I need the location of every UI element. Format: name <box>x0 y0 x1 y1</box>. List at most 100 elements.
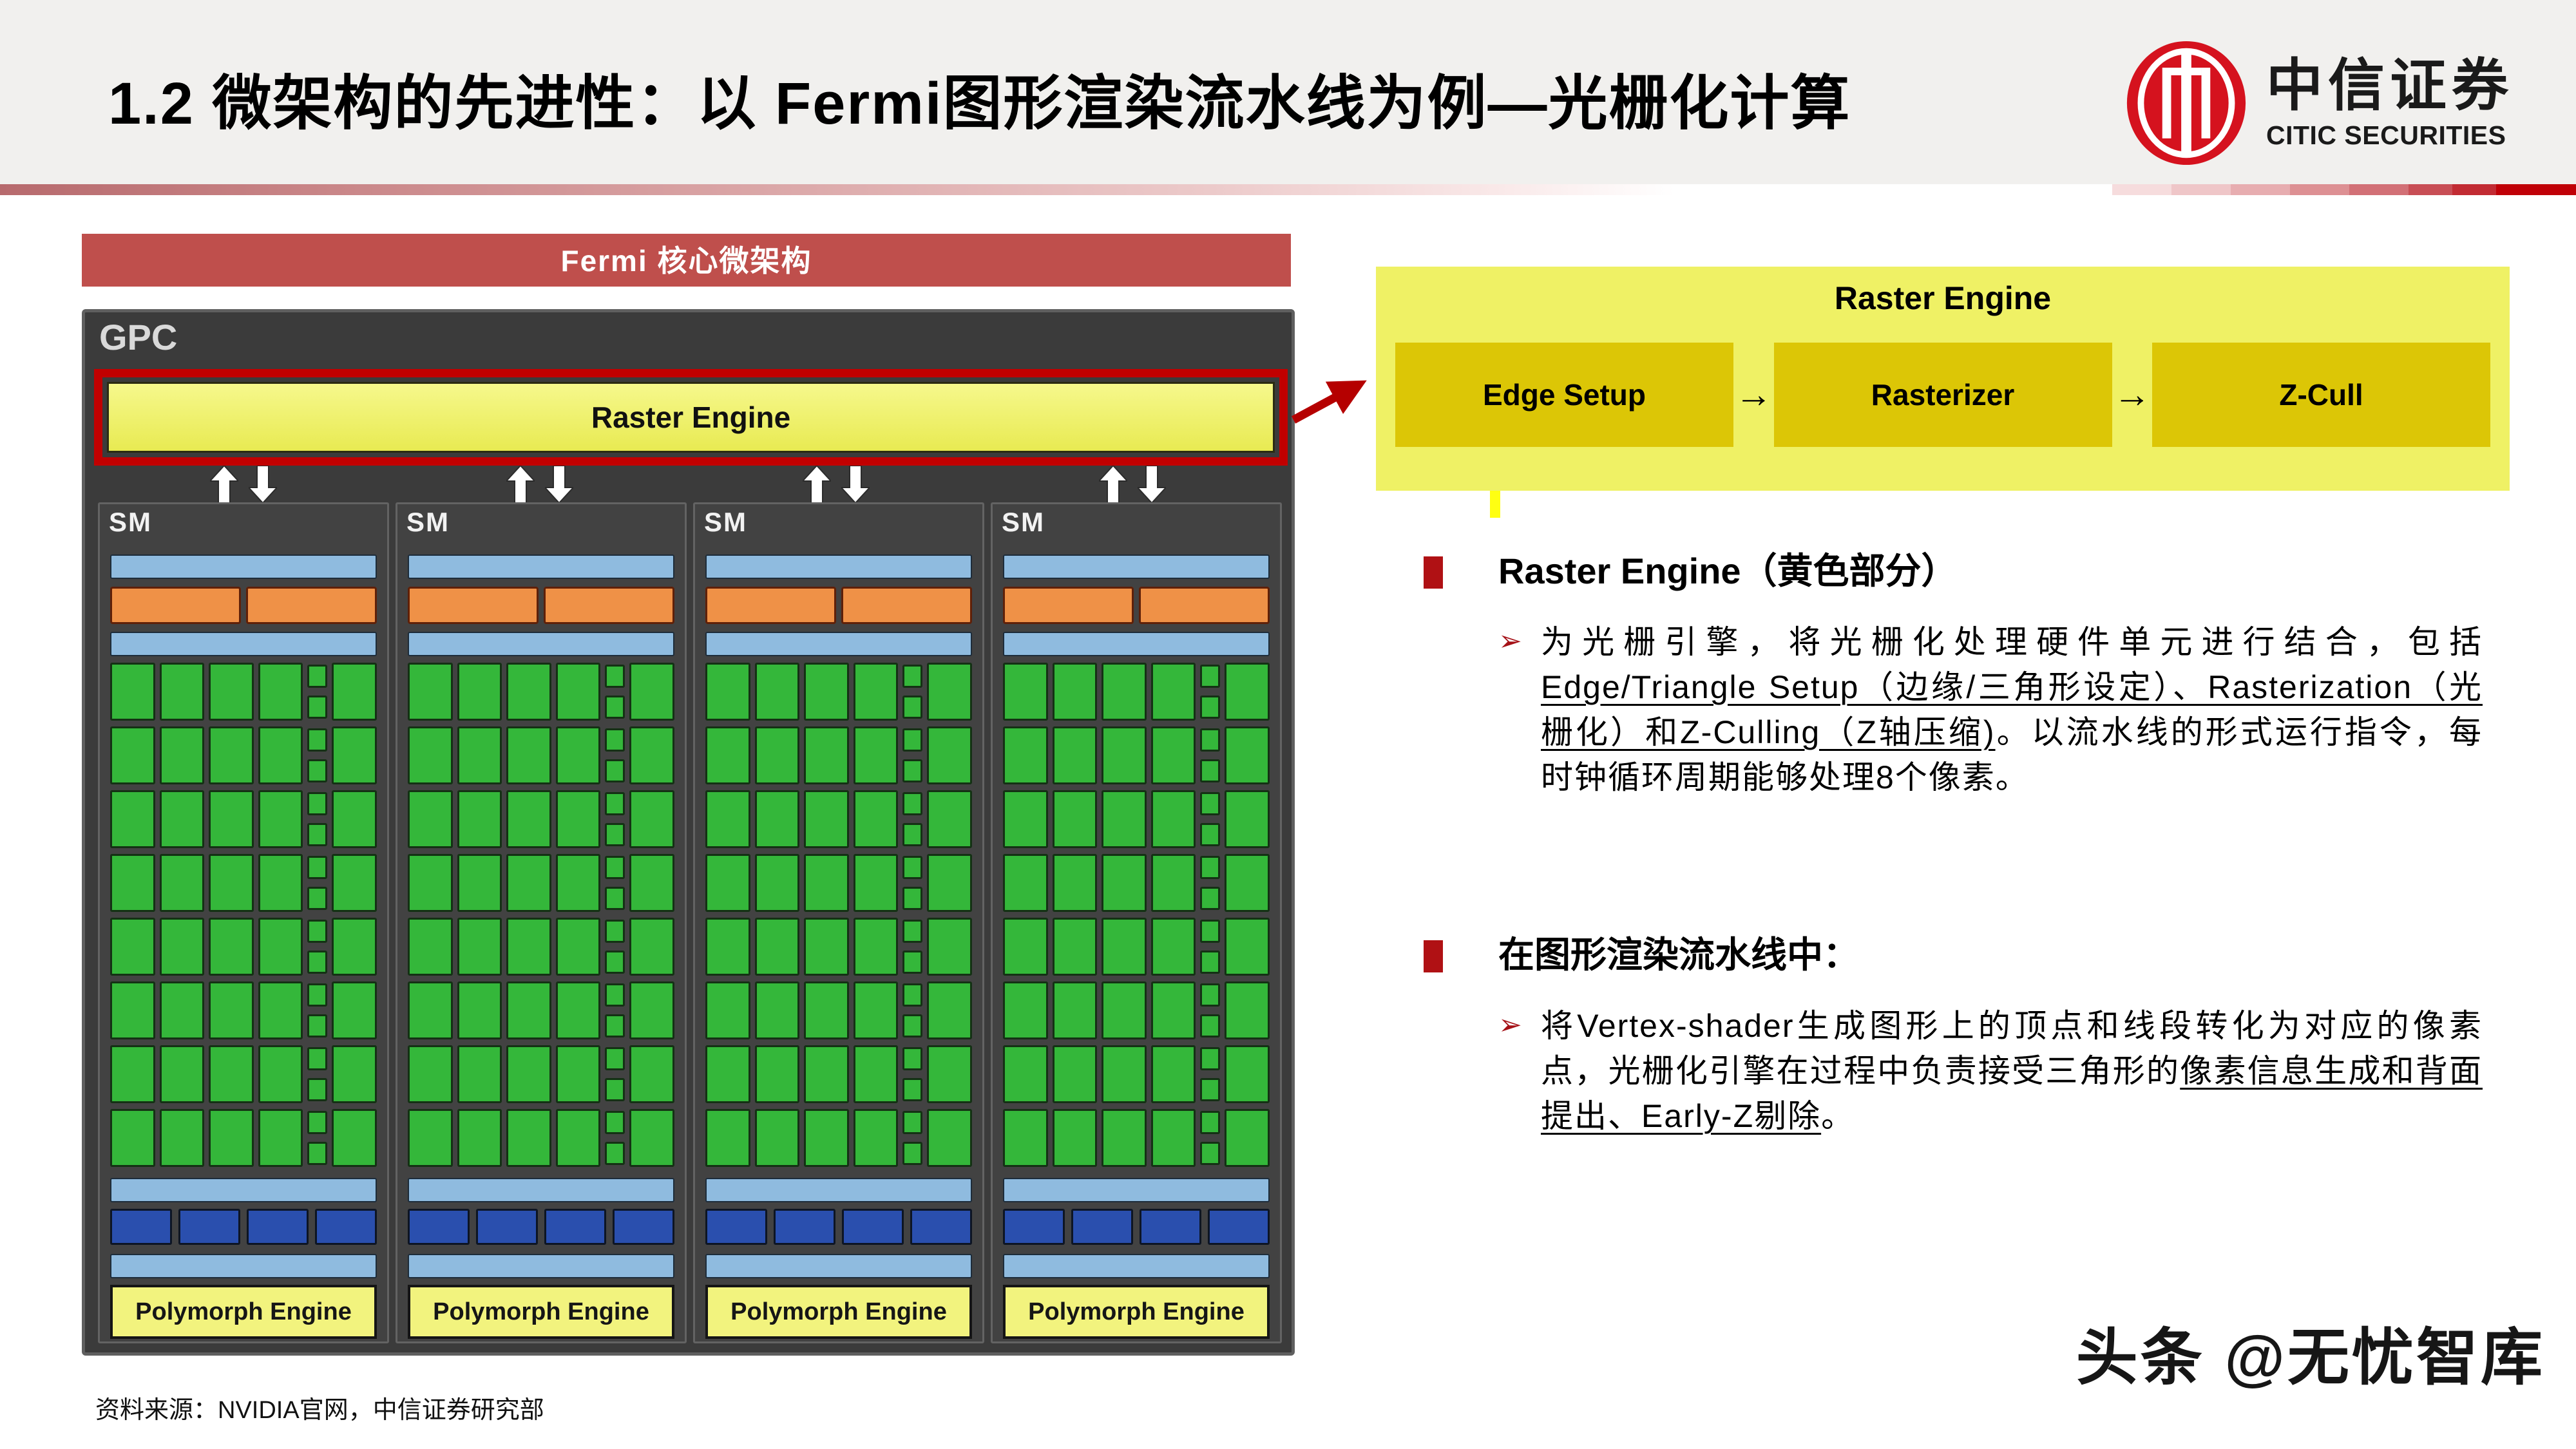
sfu-cell <box>1225 981 1270 1039</box>
cuda-core-cell <box>159 663 205 721</box>
cuda-core-cell <box>1150 981 1196 1039</box>
sfu-cell <box>1225 790 1270 848</box>
ldst-cell <box>902 920 923 943</box>
down-arrow-icon <box>249 466 277 503</box>
cuda-core-cell <box>1150 790 1196 848</box>
sfu-cell <box>927 726 972 784</box>
sfu-cell <box>332 663 377 721</box>
texture-unit-row <box>1003 1209 1270 1245</box>
cuda-core-cell <box>853 790 899 848</box>
ldst-cell <box>307 951 328 974</box>
ldst-cell <box>605 665 625 688</box>
cuda-core-row <box>705 726 972 784</box>
ldst-column <box>902 854 923 912</box>
cuda-core-cell <box>1102 790 1147 848</box>
sfu-cell <box>1225 726 1270 784</box>
cuda-core-grid <box>408 663 674 1167</box>
cuda-core-cell <box>408 918 453 976</box>
ldst-cell <box>902 1111 923 1134</box>
cuda-core-cell <box>159 1045 205 1103</box>
cuda-core-row <box>110 981 377 1039</box>
cuda-core-cell <box>506 918 551 976</box>
sfu-cell <box>629 1045 674 1103</box>
cuda-core-cell <box>1052 918 1098 976</box>
ldst-column <box>307 854 328 912</box>
watermark: 头条 @无忧智库 <box>2075 1323 2545 1392</box>
cuda-core-cell <box>1003 726 1048 784</box>
ldst-cell <box>1200 1047 1221 1070</box>
texture-unit-row <box>408 1209 674 1245</box>
sm-label: SM <box>109 507 152 537</box>
cuda-core-cell <box>1150 854 1196 912</box>
cuda-core-cell <box>209 1045 254 1103</box>
cuda-core-cell <box>408 854 453 912</box>
cuda-core-cell <box>159 1109 205 1167</box>
cuda-core-cell <box>555 663 601 721</box>
ldst-cell <box>1200 1111 1221 1134</box>
cuda-core-row <box>705 854 972 912</box>
citic-logo-text: 中信证券 CITIC SECURITIES <box>2266 55 2514 151</box>
ldst-cell <box>1200 920 1221 943</box>
ldst-cell <box>1200 951 1221 974</box>
cuda-core-cell <box>754 918 800 976</box>
sm-dispatch-row <box>705 587 972 624</box>
cuda-core-cell <box>804 918 849 976</box>
ldst-cell <box>902 983 923 1007</box>
ldst-column <box>902 790 923 848</box>
sm-interconnect-bar <box>705 1178 972 1202</box>
sfu-cell <box>927 854 972 912</box>
cuda-core-cell <box>804 1045 849 1103</box>
sfu-cell <box>332 918 377 976</box>
sm-label: SM <box>704 507 747 537</box>
sm-cache-bar <box>1003 1254 1270 1278</box>
ldst-column <box>307 663 328 721</box>
ldst-cell <box>605 792 625 815</box>
yellow-tick <box>1490 488 1500 518</box>
cuda-core-row <box>110 790 377 848</box>
cuda-core-cell <box>1102 1109 1147 1167</box>
cuda-core-cell <box>705 663 750 721</box>
texture-unit-cell <box>1071 1209 1133 1245</box>
cuda-core-cell <box>110 663 155 721</box>
cuda-core-cell <box>853 854 899 912</box>
ldst-cell <box>1200 983 1221 1007</box>
ldst-cell <box>307 1142 328 1165</box>
bullet-block: Raster Engine（黄色部分）➢为光栅引擎，将光栅化处理硬件单元进行结合… <box>1422 549 2492 800</box>
sfu-cell <box>332 981 377 1039</box>
body-text: 为光栅引擎，将光栅化处理硬件单元进行结合，包括 <box>1541 624 2483 660</box>
sm-arrow-pair <box>210 466 277 503</box>
cuda-core-cell <box>754 726 800 784</box>
cuda-core-cell <box>804 663 849 721</box>
ldst-column <box>1200 918 1221 976</box>
cuda-core-row <box>1003 981 1270 1039</box>
ldst-cell <box>902 823 923 846</box>
cuda-core-cell <box>1003 981 1048 1039</box>
ldst-cell <box>902 696 923 719</box>
dispatch-cell <box>544 587 674 624</box>
sfu-cell <box>927 918 972 976</box>
cuda-core-cell <box>506 790 551 848</box>
cuda-core-row <box>408 854 674 912</box>
flow-arrow-icon: → <box>1735 374 1773 415</box>
cuda-core-cell <box>1150 918 1196 976</box>
cuda-core-row <box>1003 1045 1270 1103</box>
polymorph-engine-box: Polymorph Engine <box>1003 1285 1270 1339</box>
sm-scheduler-bar <box>110 554 377 579</box>
cuda-core-cell <box>159 918 205 976</box>
ldst-column <box>605 981 625 1039</box>
cuda-core-cell <box>457 790 502 848</box>
texture-unit-cell <box>705 1209 767 1245</box>
underlined-text: Edge/Triangle Setup（边缘/三角形设定）、Rasterizat… <box>1541 669 2483 750</box>
ldst-column <box>307 1045 328 1103</box>
cuda-core-cell <box>804 790 849 848</box>
ldst-cell <box>605 1014 625 1037</box>
ldst-column <box>605 854 625 912</box>
cuda-core-cell <box>209 918 254 976</box>
sm-arrow-pair <box>1099 466 1166 503</box>
cuda-core-cell <box>506 981 551 1039</box>
cuda-core-cell <box>555 790 601 848</box>
down-arrow-icon <box>545 466 573 503</box>
bullet-sub: ➢将Vertex-shader生成图形上的顶点和线段转化为对应的像素点，光栅化引… <box>1498 1003 2483 1139</box>
cuda-core-row <box>705 663 972 721</box>
